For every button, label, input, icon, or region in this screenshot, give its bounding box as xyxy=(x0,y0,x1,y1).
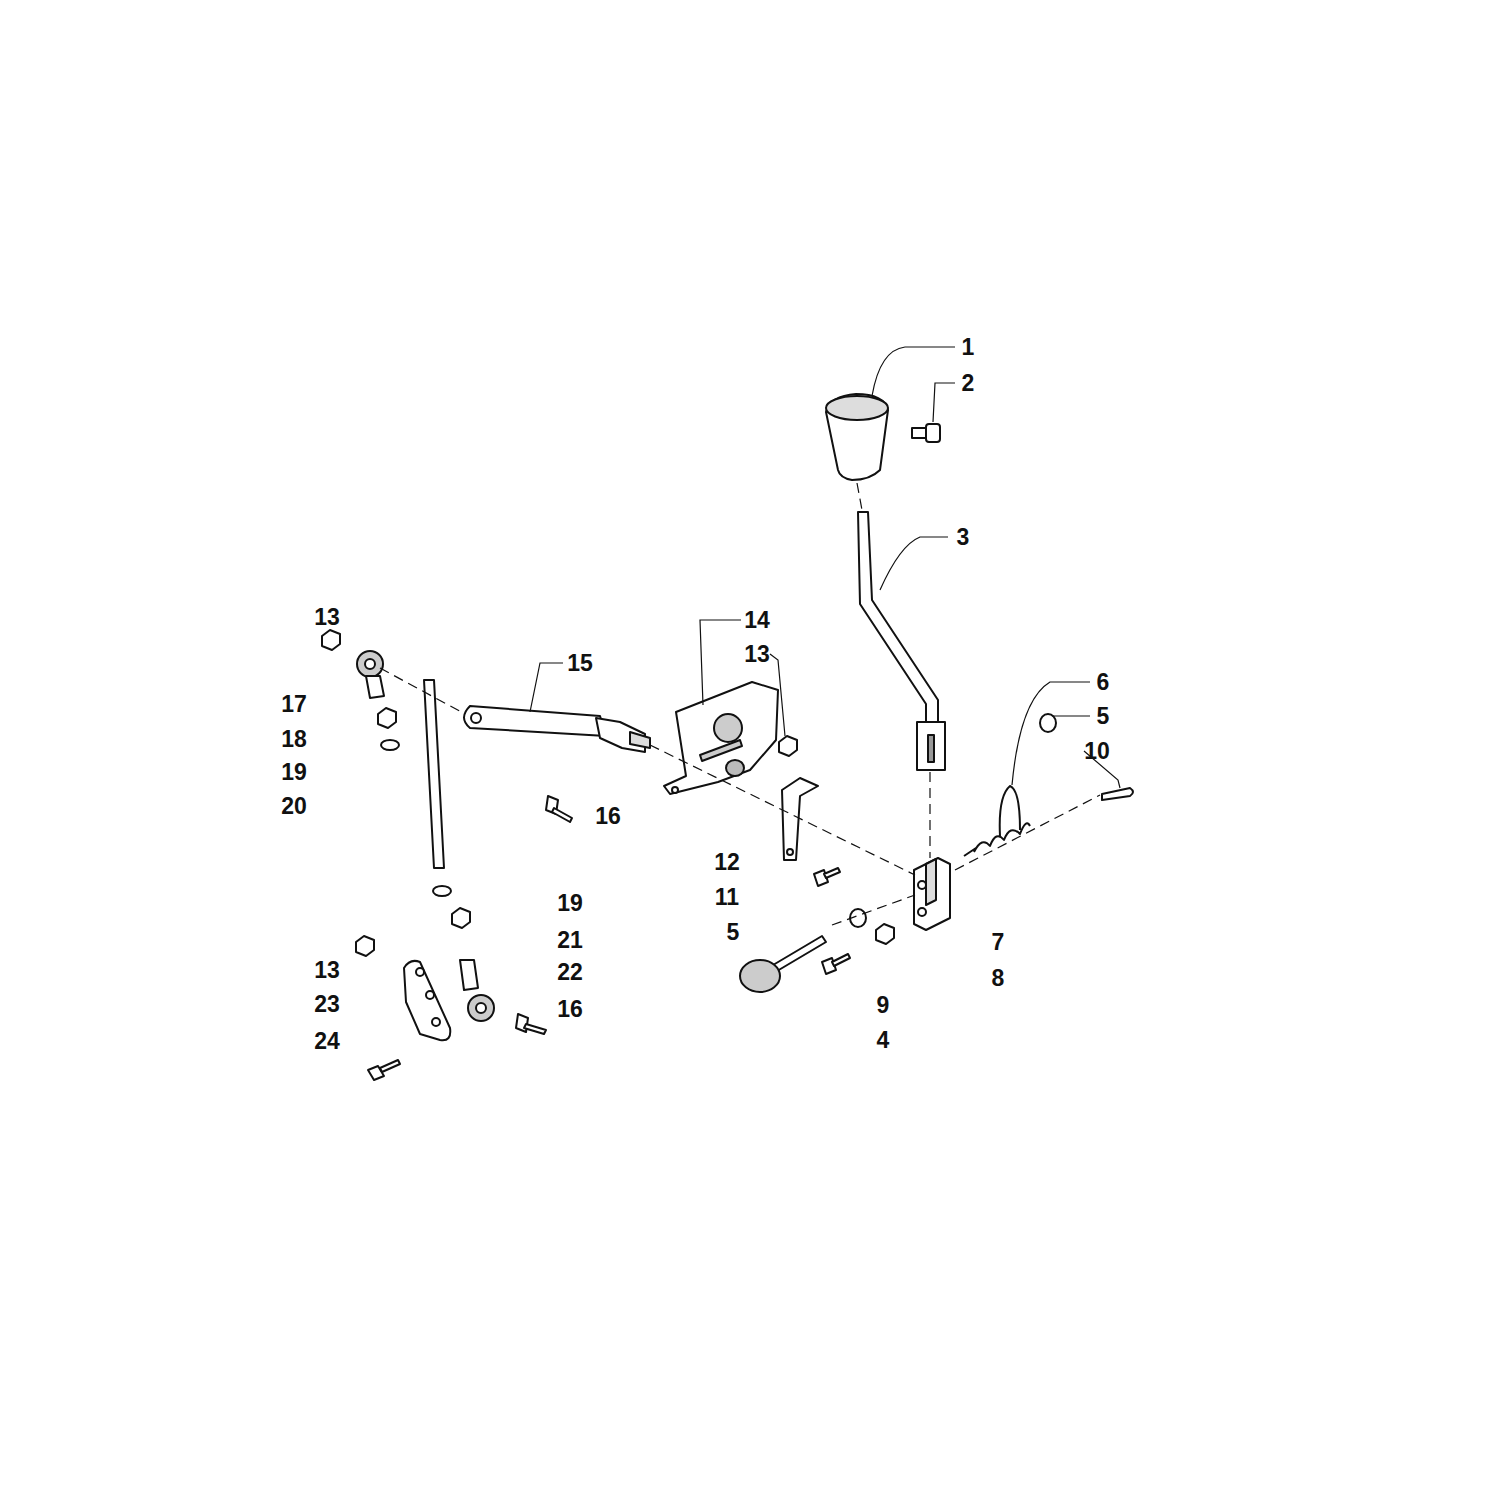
callout-number: 24 xyxy=(312,1029,342,1054)
callout-number: 8 xyxy=(990,966,1007,991)
callout-number: 11 xyxy=(713,885,741,910)
callout-number: 17 xyxy=(279,692,309,717)
callout-number: 10 xyxy=(1082,739,1112,764)
callout-number: 22 xyxy=(555,960,585,985)
callout-number: 16 xyxy=(555,997,585,1022)
callout-number: 23 xyxy=(312,992,342,1017)
callout-number: 13 xyxy=(312,958,342,983)
callout-number: 2 xyxy=(960,371,977,396)
callout-number: 14 xyxy=(742,608,772,633)
callout-number: 7 xyxy=(990,930,1007,955)
callout-number: 1 xyxy=(960,335,977,360)
callout-number: 20 xyxy=(279,794,309,819)
callout-number: 4 xyxy=(875,1028,892,1053)
callout-number: 5 xyxy=(725,920,742,945)
callout-number: 21 xyxy=(555,928,585,953)
callout-number: 6 xyxy=(1095,670,1112,695)
callout-number: 5 xyxy=(1095,704,1112,729)
callout-number: 13 xyxy=(312,605,342,630)
callout-number: 19 xyxy=(555,891,585,916)
callout-number: 9 xyxy=(875,993,892,1018)
callout-number: 19 xyxy=(279,760,309,785)
callout-number: 13 xyxy=(742,642,772,667)
callout-number: 3 xyxy=(955,525,972,550)
callout-number: 18 xyxy=(279,727,309,752)
callout-number: 16 xyxy=(593,804,623,829)
callout-number: 15 xyxy=(565,651,595,676)
callout-number: 12 xyxy=(712,850,742,875)
